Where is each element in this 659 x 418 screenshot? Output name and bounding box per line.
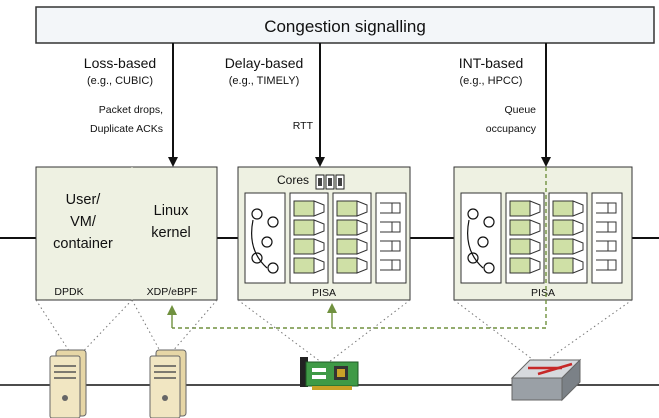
server-icon <box>49 349 87 418</box>
int-based-label: INT-based (e.g., HPCC) Queue occupancy <box>459 55 537 135</box>
svg-text:(e.g., HPCC): (e.g., HPCC) <box>460 75 523 87</box>
deparser-slot <box>596 259 617 271</box>
parser-transition <box>251 219 268 269</box>
svg-text:XDP/eBPF: XDP/eBPF <box>147 286 198 298</box>
svg-text:occupancy: occupancy <box>486 123 537 135</box>
parser-state <box>261 236 273 248</box>
svg-text:Duplicate ACKs: Duplicate ACKs <box>90 123 163 135</box>
smartnic-icon <box>300 357 359 390</box>
parser-state <box>467 208 479 220</box>
svg-text:PISA: PISA <box>531 287 555 299</box>
int-feedback-path <box>167 167 547 329</box>
deparser-slot <box>380 259 401 271</box>
svg-text:Loss-based: Loss-based <box>84 55 156 71</box>
svg-text:(e.g., CUBIC): (e.g., CUBIC) <box>87 75 153 87</box>
parser-transition <box>467 219 484 269</box>
match-table <box>293 219 315 236</box>
action-unit <box>529 219 541 236</box>
match-table <box>552 257 574 274</box>
parser-state <box>477 236 489 248</box>
match-table <box>293 238 315 255</box>
parser-state <box>251 208 263 220</box>
action-unit <box>313 219 325 236</box>
match-table <box>552 238 574 255</box>
action-unit <box>356 238 368 255</box>
match-table <box>509 200 531 217</box>
match-table <box>552 200 574 217</box>
server-icon <box>149 349 187 418</box>
deparser-slot <box>596 240 617 252</box>
switch-icon <box>510 358 582 402</box>
action-unit <box>529 238 541 255</box>
svg-text:Cores: Cores <box>277 173 309 187</box>
deparser-slot <box>380 221 401 233</box>
action-unit <box>572 200 584 217</box>
parser-state <box>483 216 495 228</box>
parser-state <box>267 216 279 228</box>
svg-text:PISA: PISA <box>312 287 336 299</box>
delay-based-label: Delay-based (e.g., TIMELY) RTT <box>225 55 314 132</box>
svg-text:User/: User/ <box>66 192 102 208</box>
parser-state <box>267 262 279 274</box>
title-box <box>35 6 655 44</box>
switch-pisa-pipeline <box>460 192 623 284</box>
action-unit <box>313 238 325 255</box>
loss-based-label: Loss-based (e.g., CUBIC) Packet drops, D… <box>84 55 163 135</box>
match-table <box>552 219 574 236</box>
action-unit <box>529 257 541 274</box>
action-unit <box>529 200 541 217</box>
cpu-cores-icon <box>315 174 345 190</box>
svg-text:Linux: Linux <box>154 203 189 219</box>
action-unit <box>572 238 584 255</box>
action-unit <box>356 200 368 217</box>
match-table <box>293 257 315 274</box>
action-unit <box>356 257 368 274</box>
deparser-block <box>375 192 407 284</box>
svg-text:Packet drops,: Packet drops, <box>99 104 163 116</box>
action-unit <box>356 219 368 236</box>
action-unit <box>313 200 325 217</box>
deparser-slot <box>380 202 401 214</box>
action-unit <box>313 257 325 274</box>
svg-text:container: container <box>53 236 113 252</box>
svg-text:RTT: RTT <box>293 120 314 132</box>
svg-text:VM/: VM/ <box>70 214 97 230</box>
parser-state <box>483 262 495 274</box>
svg-text:Delay-based: Delay-based <box>225 55 304 71</box>
svg-text:Queue: Queue <box>504 104 536 116</box>
action-unit <box>572 219 584 236</box>
host-box: User/ VM/ container Linux kernel DPDK XD… <box>35 166 218 301</box>
match-table <box>509 238 531 255</box>
svg-text:DPDK: DPDK <box>54 286 83 298</box>
match-table <box>509 219 531 236</box>
deparser-slot <box>596 202 617 214</box>
match-table <box>509 257 531 274</box>
match-table <box>336 257 358 274</box>
match-table <box>336 200 358 217</box>
action-unit <box>572 257 584 274</box>
title-text: Congestion signalling <box>264 17 426 36</box>
svg-text:INT-based: INT-based <box>459 55 524 71</box>
svg-text:kernel: kernel <box>151 225 191 241</box>
match-table <box>293 200 315 217</box>
match-table <box>336 238 358 255</box>
smartnic-pisa-pipeline <box>244 192 407 284</box>
projection-lines <box>35 299 633 366</box>
svg-text:(e.g., TIMELY): (e.g., TIMELY) <box>229 75 300 87</box>
deparser-slot <box>380 240 401 252</box>
deparser-slot <box>596 221 617 233</box>
match-table <box>336 219 358 236</box>
deparser-block <box>591 192 623 284</box>
